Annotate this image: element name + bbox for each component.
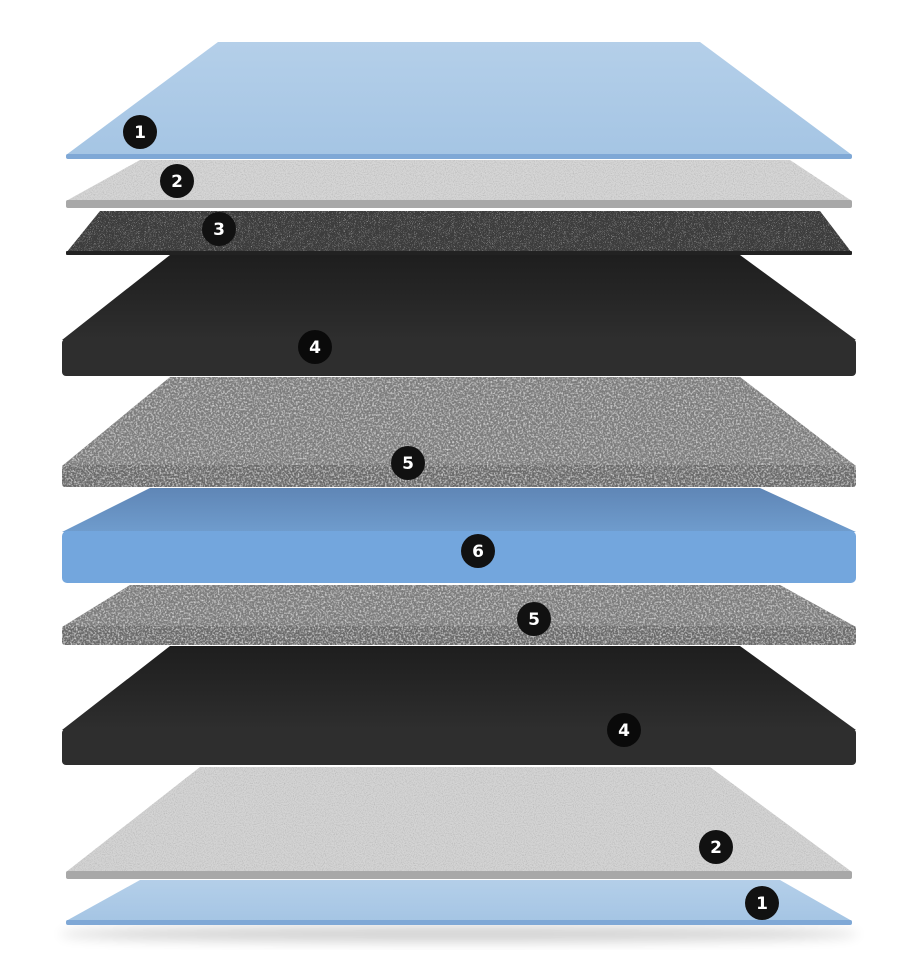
badge-label: 2	[171, 172, 183, 192]
layer-2-bottom	[66, 767, 852, 879]
badge-layer-1-top: 1	[123, 115, 157, 149]
badge-label: 1	[756, 894, 768, 914]
layer-5-top	[62, 377, 856, 487]
badge-layer-4-bottom: 4	[607, 713, 641, 747]
layer-1-top	[66, 42, 852, 159]
badge-label: 1	[134, 123, 146, 143]
badge-label: 4	[309, 338, 321, 358]
badge-layer-2-bottom: 2	[699, 830, 733, 864]
layer-2-top	[66, 160, 852, 208]
badge-label: 5	[402, 454, 414, 474]
badge-label: 4	[618, 721, 630, 741]
layer-4-top	[62, 255, 856, 376]
layer-1-bottom	[59, 880, 859, 942]
layer-4-bottom	[62, 646, 856, 765]
badge-label: 3	[213, 220, 225, 240]
badge-label: 2	[710, 838, 722, 858]
badge-layer-2-top: 2	[160, 164, 194, 198]
badge-layer-1-bottom: 1	[745, 886, 779, 920]
badge-layer-4-top: 4	[298, 330, 332, 364]
badge-layer-6: 6	[461, 534, 495, 568]
layer-5-bottom	[62, 585, 856, 645]
badge-layer-5-bottom: 5	[517, 602, 551, 636]
layer-6	[62, 488, 856, 583]
badge-label: 5	[528, 610, 540, 630]
layer-3	[66, 211, 852, 255]
badge-layer-3: 3	[202, 212, 236, 246]
badge-layer-5-top: 5	[391, 446, 425, 480]
badge-label: 6	[472, 542, 484, 562]
